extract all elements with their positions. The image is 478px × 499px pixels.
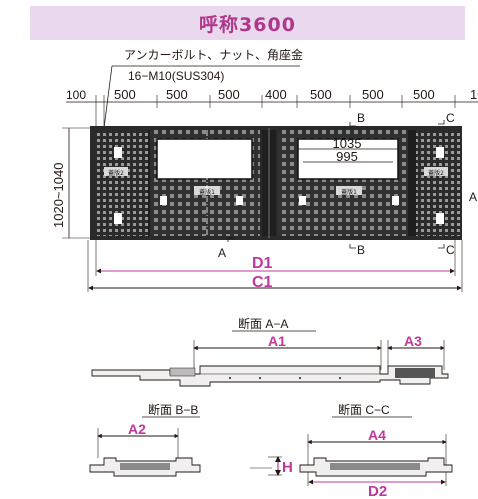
svg-text:B: B bbox=[357, 111, 365, 125]
svg-text:A4: A4 bbox=[368, 427, 386, 443]
lid-1-right-label: 蓋版1 bbox=[341, 188, 357, 196]
svg-text:A3: A3 bbox=[404, 333, 422, 349]
section-aa: 断面 A−A A1 A3 bbox=[91, 316, 449, 387]
svg-text:C: C bbox=[446, 111, 455, 125]
top-dimension-chain: 100 500 500 500 400 500 500 500 10 bbox=[66, 87, 478, 128]
section-cc: 断面 C−C A4 D2 bbox=[299, 402, 453, 499]
height-dimension: 1020~1040 bbox=[51, 127, 96, 239]
note-anchor-bolts: アンカーボルト、ナット、角座金 bbox=[124, 47, 303, 62]
svg-text:B: B bbox=[357, 243, 365, 257]
svg-text:A: A bbox=[218, 246, 226, 260]
inner-dimensions: 1035 995 bbox=[298, 136, 398, 164]
dim-height: 1020~1040 bbox=[51, 163, 66, 228]
dim-top-3: 500 bbox=[166, 87, 188, 102]
dim-top-4: 500 bbox=[218, 87, 240, 102]
svg-text:D2: D2 bbox=[368, 483, 387, 499]
svg-text:C: C bbox=[446, 243, 455, 257]
lid-1-right-window bbox=[297, 138, 399, 180]
lid-2-right-label: 蓋版2 bbox=[428, 169, 444, 177]
dim-inner-995: 995 bbox=[336, 149, 358, 164]
svg-text:H: H bbox=[282, 459, 293, 476]
dim-top-8: 500 bbox=[413, 87, 435, 102]
section-aa-title: 断面 A−A bbox=[238, 316, 288, 331]
dim-top-6: 500 bbox=[310, 87, 332, 102]
label-c1: C1 bbox=[252, 274, 273, 291]
section-cc-title: 断面 C−C bbox=[338, 402, 390, 417]
dim-top-2: 500 bbox=[114, 87, 136, 102]
lid-2-left-label: 蓋版2 bbox=[108, 169, 124, 177]
section-markers: A B B C C A bbox=[218, 111, 477, 260]
lid-1-left-label: 蓋版1 bbox=[199, 188, 215, 196]
overall-dimensions: D1 C1 bbox=[87, 240, 463, 292]
dim-top-9: 10 bbox=[470, 87, 478, 102]
label-d1: D1 bbox=[252, 255, 273, 272]
title-text: 呼称3600 bbox=[199, 13, 296, 36]
section-bb-title: 断面 B−B bbox=[148, 402, 198, 417]
dim-top-5: 400 bbox=[265, 87, 287, 102]
note-bolt-spec: 16−M10(SUS304) bbox=[128, 69, 224, 83]
plan-view: 蓋版2 蓋版1 蓋版1 蓋版2 bbox=[90, 126, 462, 240]
svg-text:A1: A1 bbox=[268, 333, 286, 349]
dim-top-7: 500 bbox=[362, 87, 384, 102]
svg-text:A: A bbox=[469, 190, 477, 204]
title-banner: 呼称3600 bbox=[30, 6, 465, 40]
dim-inner-1035: 1035 bbox=[333, 136, 362, 151]
lid-1-left-window bbox=[156, 138, 253, 180]
svg-text:A2: A2 bbox=[128, 421, 146, 437]
note-leader bbox=[103, 65, 113, 129]
dim-top-1: 100 bbox=[66, 88, 86, 102]
section-bb: 断面 B−B A2 H bbox=[89, 402, 293, 477]
